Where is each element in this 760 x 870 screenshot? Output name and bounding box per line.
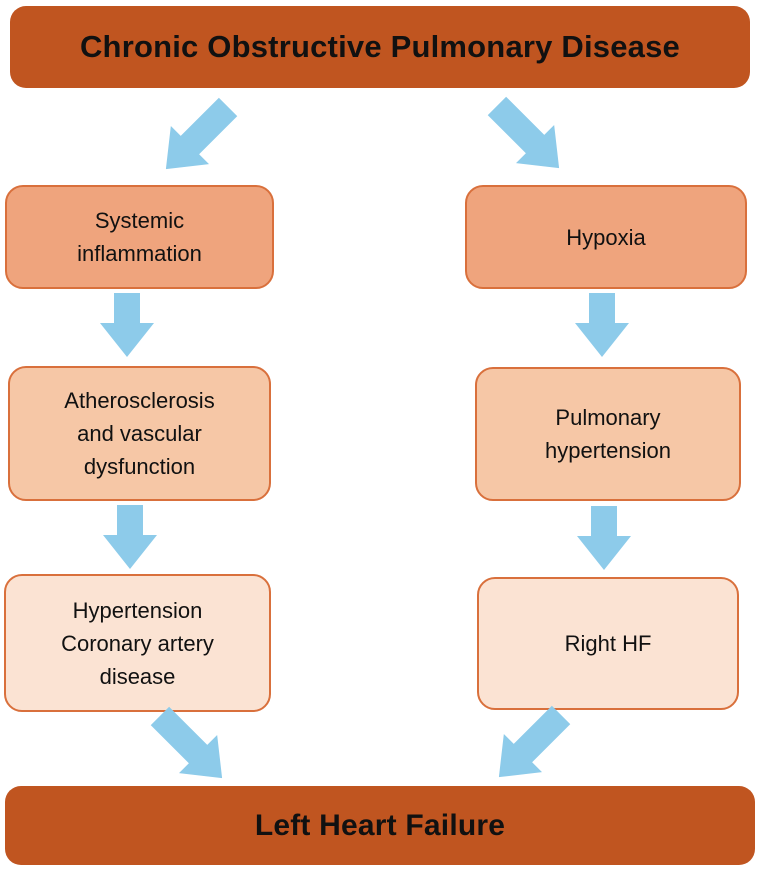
systemic-inflammation-label: Systemic inflammation [77,208,202,266]
arrow-hypoxia-to-pulmonary-hypertension-icon [575,293,629,357]
hypoxia-box: Hypoxia [465,185,747,289]
arrow-pulmonary-hypertension-to-right-hf-icon [577,506,631,570]
hypertension-cad-box: Hypertension Coronary artery disease [4,574,271,712]
copd-header-label: Chronic Obstructive Pulmonary Disease [79,29,681,64]
right-hf-box: Right HF [477,577,739,710]
arrow-hypertension-to-left-hf-icon [141,697,241,797]
right-hf-label: Right HF [564,631,652,656]
atherosclerosis-box: Atherosclerosis and vascular dysfunction [8,366,271,501]
left-heart-failure-label: Left Heart Failure [254,808,506,842]
hypoxia-label: Hypoxia [566,224,646,250]
copd-header-box: Chronic Obstructive Pulmonary Disease [10,6,750,88]
atherosclerosis-label: Atherosclerosis and vascular dysfunction [64,388,215,479]
pulmonary-hypertension-box: Pulmonary hypertension [475,367,741,501]
hypertension-cad-label: Hypertension Coronary artery disease [61,597,214,689]
arrow-systemic-to-atherosclerosis-icon [100,293,154,357]
left-heart-failure-box: Left Heart Failure [5,786,755,865]
arrow-copd-to-systemic-inflammation-icon [147,88,247,188]
arrow-atherosclerosis-to-hypertension-icon [103,505,157,569]
systemic-inflammation-box: Systemic inflammation [5,185,274,289]
pulmonary-hypertension-label: Pulmonary hypertension [545,405,671,463]
arrow-right-hf-to-left-hf-icon [480,696,580,796]
arrow-copd-to-hypoxia-icon [478,87,578,187]
